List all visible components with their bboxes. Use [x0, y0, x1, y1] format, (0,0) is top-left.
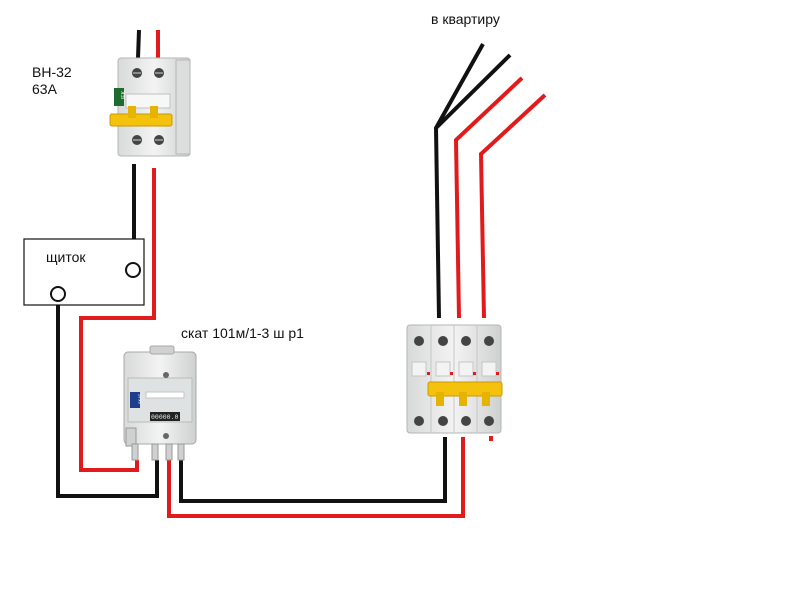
main-breaker-model: ВН-32 — [32, 64, 72, 80]
meter-display — [150, 412, 180, 421]
meter-brand-badge — [130, 392, 140, 408]
panel-terminal-right — [125, 262, 141, 278]
panel-box — [23, 238, 145, 306]
main-breaker-label: ВН-32 63А — [32, 64, 72, 98]
phase-wire-out-2 — [478, 93, 547, 319]
phase-wire-out-1 — [453, 76, 524, 319]
panel-label: щиток — [46, 249, 86, 265]
neutral-wire-out-2 — [434, 53, 512, 130]
panel-terminal-left — [50, 286, 66, 302]
outgoing-breaker — [406, 324, 503, 434]
main-breaker: IEK — [109, 57, 191, 157]
to-apartment-label: в квартиру — [431, 11, 500, 27]
meter-display-value: 00000.0 — [151, 413, 178, 421]
phase-wire-meter-to-breaker — [167, 437, 465, 518]
breaker-brand: IEK — [121, 90, 127, 99]
electricity-meter: SKAT 00000.0 — [123, 345, 197, 461]
breaker-lever — [109, 113, 173, 127]
neutral-wire-panel-to-meter — [56, 294, 159, 498]
neutral-wire-meter-to-breaker — [179, 437, 447, 503]
phase-wire-breaker-to-meter — [79, 168, 156, 472]
main-breaker-rating: 63А — [32, 81, 57, 97]
wires — [56, 29, 547, 518]
meter-brand: SKAT — [137, 393, 142, 404]
neutral-wire-in — [136, 29, 141, 59]
breaker-brand-badge — [114, 88, 124, 106]
meter-label: скат 101м/1-3 ш р1 — [181, 325, 304, 341]
